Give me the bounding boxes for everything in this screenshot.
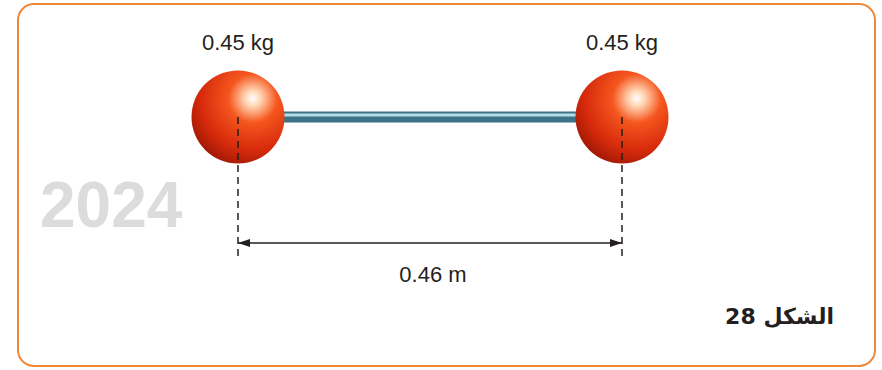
- sphere-body: [192, 71, 285, 164]
- dimension-arrow: [610, 239, 622, 247]
- mass-label: 0.45 kg: [586, 30, 658, 56]
- dimension-arrow: [238, 239, 250, 247]
- connecting-rod: [283, 115, 577, 117]
- mass-ball: 0.45 kg: [575, 30, 669, 164]
- mass-label: 0.45 kg: [202, 30, 274, 56]
- dimension-line: [238, 242, 622, 244]
- figure-caption: الشكل 28: [725, 304, 834, 329]
- mass-ball: 0.45 kg: [191, 30, 285, 164]
- center-line: [621, 117, 623, 256]
- watermark: 2024: [40, 168, 182, 242]
- rod-body: [283, 112, 577, 123]
- dimension-label: 0.46 m: [399, 262, 466, 288]
- sphere: [575, 70, 669, 164]
- sphere: [191, 70, 285, 164]
- center-line: [237, 117, 239, 256]
- panel-border: [18, 4, 875, 366]
- sphere-body: [576, 71, 669, 164]
- rod-highlight: [283, 114, 577, 117]
